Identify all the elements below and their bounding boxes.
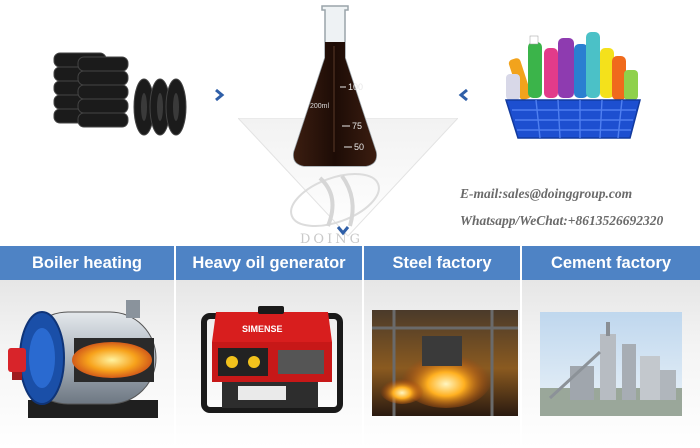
arrow-down-icon <box>336 226 350 236</box>
category-strip <box>0 246 700 280</box>
category-heavy-oil-generator: Heavy oil generator <box>192 254 346 272</box>
category-divider <box>520 246 522 280</box>
category-steel-factory: Steel factory <box>392 254 492 272</box>
watermark-text: DOING <box>300 232 363 247</box>
flask-mark-50: 50 <box>354 142 364 152</box>
gallery-divider <box>174 280 176 448</box>
doing-watermark-logo <box>290 173 380 227</box>
oil-flask-image: 100 75 50 200ml <box>292 5 378 167</box>
flask-mark-75: 75 <box>352 121 362 131</box>
flask-mark-100: 100 <box>348 82 363 92</box>
category-divider <box>362 246 364 280</box>
gallery-divider <box>362 280 364 448</box>
contact-email: E-mail:sales@doinggroup.com <box>460 186 633 201</box>
generator-brand-label: SIMENSE <box>242 324 283 334</box>
flask-volume-label: 200ml <box>310 103 330 110</box>
boiler-image <box>8 300 158 418</box>
arrow-left-icon <box>458 88 468 102</box>
category-boiler-heating: Boiler heating <box>31 254 142 272</box>
category-cement-factory: Cement factory <box>550 254 672 272</box>
contact-whatsapp: Whatsapp/WeChat:+8613526692320 <box>460 213 664 228</box>
funnel-shape <box>238 118 458 237</box>
cement-factory-image <box>540 312 682 416</box>
waste-tires-image <box>53 52 187 136</box>
arrow-right-icon <box>215 88 225 102</box>
category-divider <box>174 246 176 280</box>
steel-factory-image <box>372 310 518 416</box>
generator-image: SIMENSE <box>201 306 343 413</box>
waste-plastic-basket-image <box>504 32 641 139</box>
gallery-divider <box>520 280 522 448</box>
